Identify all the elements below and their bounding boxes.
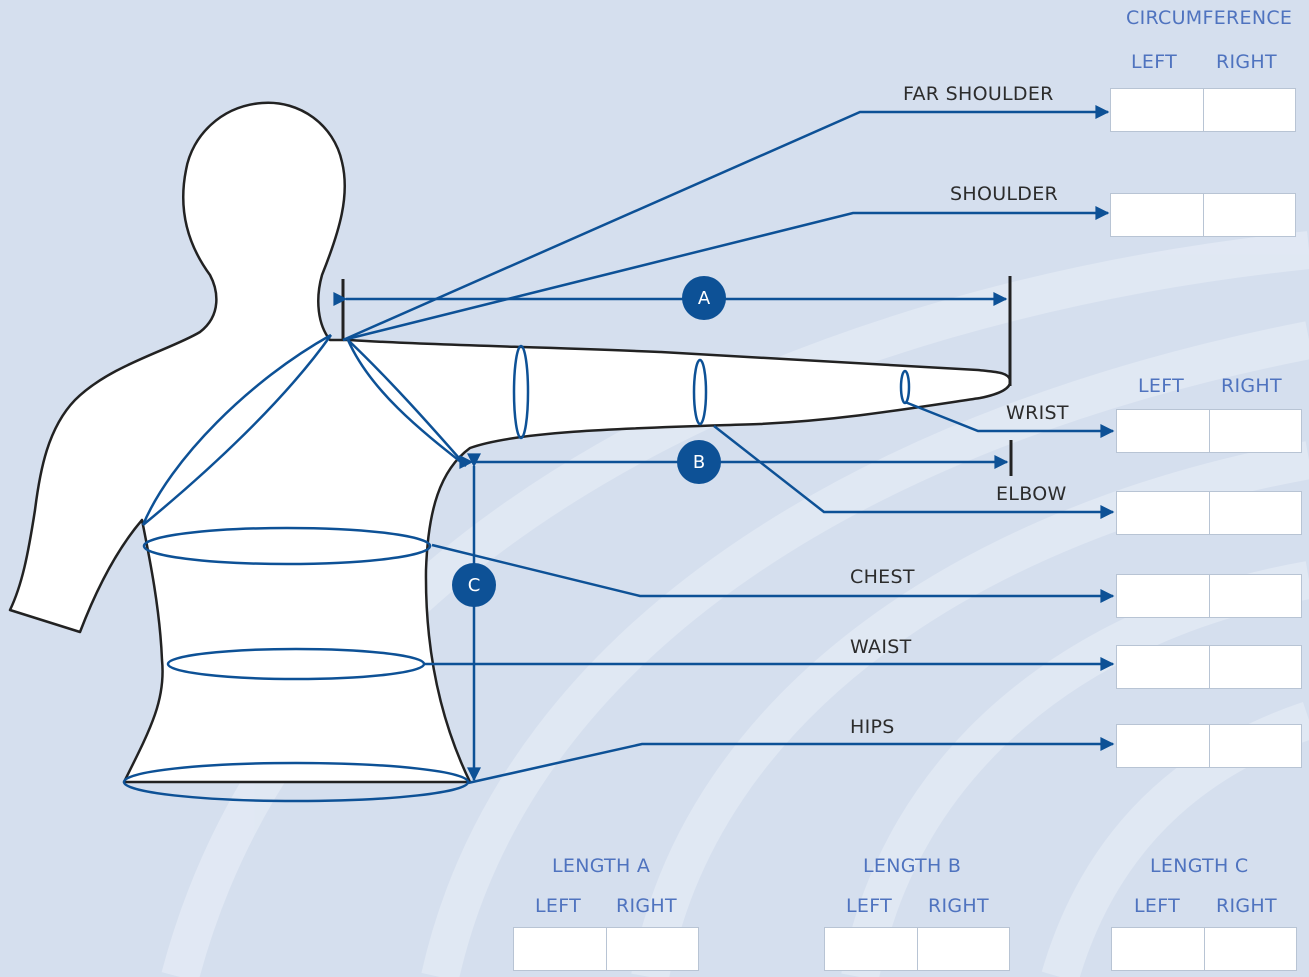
circumference-right-label: RIGHT bbox=[1216, 51, 1277, 73]
length-c-right-label: RIGHT bbox=[1216, 895, 1277, 917]
length-b-right-input[interactable] bbox=[916, 928, 1010, 970]
waist-right-input[interactable] bbox=[1208, 646, 1302, 688]
length-c-right-input[interactable] bbox=[1203, 928, 1297, 970]
elbow-left-input[interactable] bbox=[1117, 492, 1209, 534]
wrist-left-label: LEFT bbox=[1138, 375, 1184, 397]
leader-lines bbox=[342, 105, 1115, 785]
far-shoulder-label: FAR SHOULDER bbox=[903, 83, 1054, 105]
length-a-left-input[interactable] bbox=[514, 928, 606, 970]
hips-inputs bbox=[1116, 724, 1302, 768]
length-a-right-label: RIGHT bbox=[616, 895, 677, 917]
length-a-heading: LENGTH A bbox=[552, 855, 651, 877]
far-shoulder-right-input[interactable] bbox=[1202, 89, 1296, 131]
body-contour-rings bbox=[122, 333, 911, 803]
length-a-left-label: LEFT bbox=[535, 895, 581, 917]
wrist-right-input[interactable] bbox=[1208, 410, 1302, 452]
chest-left-input[interactable] bbox=[1117, 575, 1209, 617]
waist-label: WAIST bbox=[850, 636, 912, 658]
hips-left-input[interactable] bbox=[1117, 725, 1209, 767]
waist-inputs bbox=[1116, 645, 1302, 689]
length-a-right-input[interactable] bbox=[605, 928, 699, 970]
length-c-heading: LENGTH C bbox=[1150, 855, 1249, 877]
wrist-inputs bbox=[1116, 409, 1302, 453]
circumference-left-label: LEFT bbox=[1131, 51, 1177, 73]
length-b-left-input[interactable] bbox=[825, 928, 917, 970]
chest-label: CHEST bbox=[850, 566, 915, 588]
chest-right-input[interactable] bbox=[1208, 575, 1302, 617]
wrist-right-label: RIGHT bbox=[1221, 375, 1282, 397]
elbow-right-input[interactable] bbox=[1208, 492, 1302, 534]
length-c-inputs bbox=[1111, 927, 1297, 971]
length-b-heading: LENGTH B bbox=[863, 855, 962, 877]
marker-c: C bbox=[452, 563, 496, 607]
shoulder-right-input[interactable] bbox=[1202, 194, 1296, 236]
marker-b: B bbox=[677, 440, 721, 484]
chest-inputs bbox=[1116, 574, 1302, 618]
length-a-inputs bbox=[513, 927, 699, 971]
length-b-right-label: RIGHT bbox=[928, 895, 989, 917]
marker-a: A bbox=[682, 276, 726, 320]
far-shoulder-left-input[interactable] bbox=[1111, 89, 1203, 131]
dimension-arrows bbox=[333, 292, 1009, 782]
circumference-heading: CIRCUMFERENCE bbox=[1126, 7, 1293, 29]
shoulder-label: SHOULDER bbox=[950, 183, 1059, 205]
wrist-left-input[interactable] bbox=[1117, 410, 1209, 452]
wrist-label: WRIST bbox=[1006, 402, 1069, 424]
elbow-inputs bbox=[1116, 491, 1302, 535]
shoulder-inputs bbox=[1110, 193, 1296, 237]
length-b-left-label: LEFT bbox=[846, 895, 892, 917]
length-c-left-label: LEFT bbox=[1134, 895, 1180, 917]
body-silhouette bbox=[8, 101, 1012, 784]
waist-left-input[interactable] bbox=[1117, 646, 1209, 688]
hips-right-input[interactable] bbox=[1208, 725, 1302, 767]
elbow-label: ELBOW bbox=[996, 483, 1067, 505]
length-b-inputs bbox=[824, 927, 1010, 971]
length-c-left-input[interactable] bbox=[1112, 928, 1204, 970]
hips-label: HIPS bbox=[850, 716, 895, 738]
shoulder-left-input[interactable] bbox=[1111, 194, 1203, 236]
far-shoulder-inputs bbox=[1110, 88, 1296, 132]
reference-bars bbox=[341, 276, 1013, 476]
